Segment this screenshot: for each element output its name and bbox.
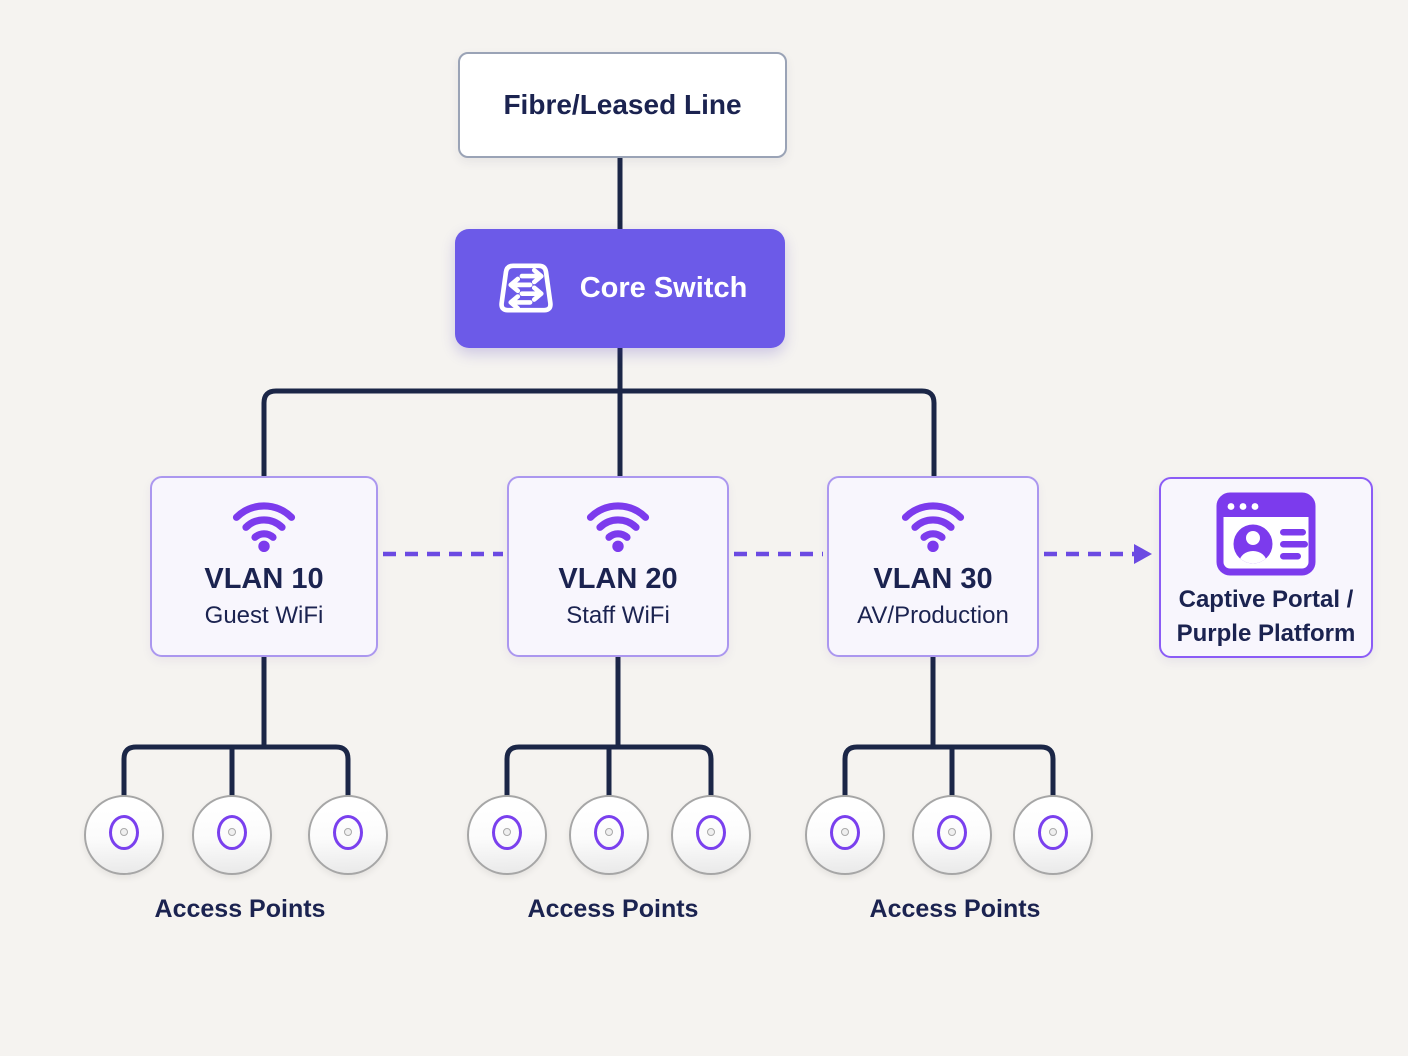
- access-point: [1013, 795, 1093, 875]
- ap-ring: [492, 815, 522, 851]
- captive-portal-label: Captive Portal / Purple Platform: [1177, 583, 1356, 651]
- access-point: [192, 795, 272, 875]
- ap-group3-label: Access Points: [869, 895, 1041, 923]
- ap-led: [948, 827, 956, 836]
- wifi-icon: [901, 502, 965, 553]
- ap-led: [344, 827, 352, 836]
- arrowhead-to-portal: [1134, 544, 1152, 564]
- vlan-20-title: VLAN 20: [558, 563, 678, 595]
- access-point: [912, 795, 992, 875]
- ap-ring: [830, 815, 860, 851]
- access-point: [569, 795, 649, 875]
- ap-led: [707, 827, 715, 836]
- ap-ring: [937, 815, 967, 851]
- vlan-10-title: VLAN 10: [204, 563, 324, 595]
- access-point: [308, 795, 388, 875]
- ap-led: [605, 827, 613, 836]
- node-captive-portal: Captive Portal / Purple Platform: [1159, 477, 1373, 658]
- wifi-icon: [232, 502, 296, 553]
- node-vlan-10: VLAN 10 Guest WiFi: [150, 476, 378, 657]
- switch-icon: [498, 262, 553, 312]
- vlan-30-title: VLAN 30: [873, 563, 993, 595]
- node-vlan-20: VLAN 20 Staff WiFi: [507, 476, 729, 657]
- ap-ring: [109, 815, 139, 851]
- bracket-aps-group1: [121, 744, 351, 800]
- ap-group1-label: Access Points: [154, 895, 326, 923]
- core-switch-label: Core Switch: [579, 272, 748, 304]
- ap-group2-label: Access Points: [527, 895, 699, 923]
- access-point: [671, 795, 751, 875]
- ap-ring: [333, 815, 363, 851]
- link-core-vlan-branch: [261, 388, 937, 478]
- access-point: [805, 795, 885, 875]
- access-point: [84, 795, 164, 875]
- vlan-20-subtitle: Staff WiFi: [566, 601, 670, 629]
- node-internet: Fibre/Leased Line: [458, 52, 787, 158]
- ap-led: [120, 827, 128, 836]
- vlan-30-subtitle: AV/Production: [857, 601, 1009, 629]
- ap-ring: [696, 815, 726, 851]
- ap-led: [503, 827, 511, 836]
- captive-portal-icon: [1216, 492, 1316, 576]
- ap-led: [228, 827, 236, 836]
- access-point: [467, 795, 547, 875]
- node-core-switch: Core Switch: [455, 229, 785, 348]
- bracket-aps-group3: [842, 744, 1056, 800]
- ap-led: [1049, 827, 1057, 836]
- internet-label: Fibre/Leased Line: [503, 89, 742, 120]
- captive-portal-label-line1: Captive Portal /: [1178, 586, 1354, 613]
- captive-portal-label-line2: Purple Platform: [1176, 620, 1356, 648]
- node-vlan-30: VLAN 30 AV/Production: [827, 476, 1039, 657]
- ap-ring: [217, 815, 247, 851]
- ap-ring: [594, 815, 624, 851]
- wifi-icon: [586, 502, 650, 553]
- vlan-10-subtitle: Guest WiFi: [204, 601, 324, 629]
- ap-led: [841, 827, 849, 836]
- ap-ring: [1038, 815, 1068, 851]
